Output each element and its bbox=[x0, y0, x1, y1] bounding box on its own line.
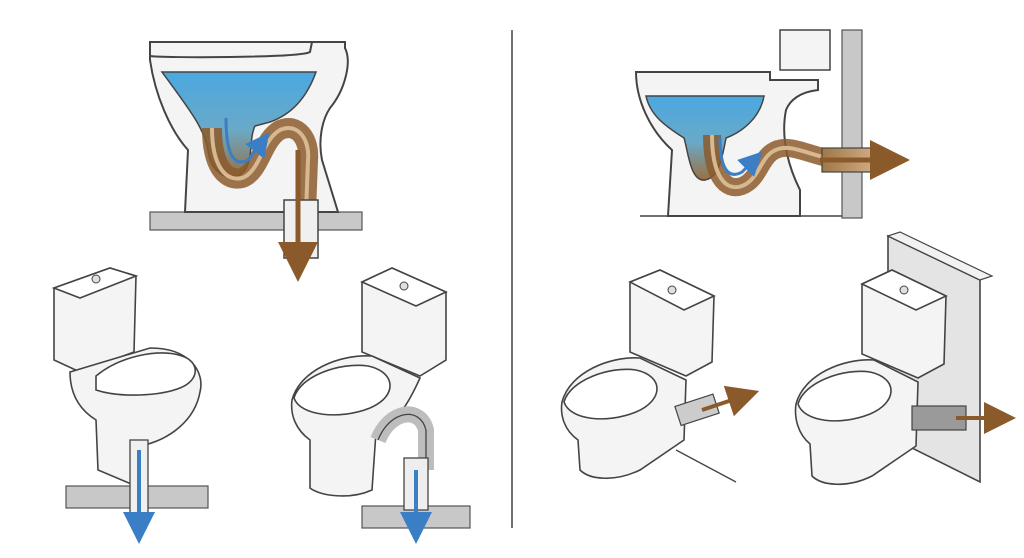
seat-b bbox=[293, 364, 391, 416]
wall-outlet-section bbox=[634, 29, 910, 219]
floor-outlet-section bbox=[149, 41, 363, 282]
flow-arrow-blue bbox=[224, 117, 270, 164]
floor-slab bbox=[149, 211, 363, 231]
wall-outlet-toilet bbox=[560, 269, 760, 483]
floor-outlet-toilet-visible-trap bbox=[290, 267, 471, 544]
flow-arrow-c bbox=[701, 385, 760, 417]
flush-button-c bbox=[667, 285, 677, 295]
wall-slab bbox=[841, 29, 863, 219]
trap-pipe-b-outline bbox=[377, 413, 427, 470]
floor-outlet-toilet bbox=[51, 267, 209, 544]
drain-pipe bbox=[283, 199, 319, 259]
flow-arrow-blue-wall bbox=[718, 137, 763, 177]
tank-section bbox=[779, 29, 831, 71]
flush-button-b bbox=[399, 281, 409, 291]
wall-outlet-toilet-mounted bbox=[794, 231, 1016, 486]
seat-d bbox=[797, 370, 892, 422]
flush-button-a bbox=[91, 274, 101, 284]
bowl-rim bbox=[149, 41, 313, 59]
seat-a bbox=[95, 352, 197, 396]
seat-c bbox=[563, 368, 658, 420]
wall-panel-side bbox=[886, 231, 994, 281]
flush-button-d bbox=[899, 285, 909, 295]
floor-edge-c bbox=[675, 449, 737, 483]
